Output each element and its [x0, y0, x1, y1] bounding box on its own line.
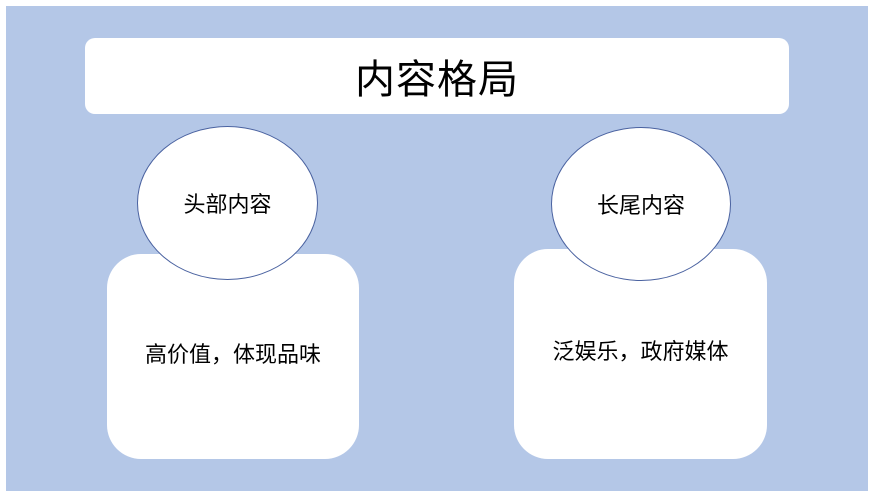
head-content-description: 高价值，体现品味: [144, 342, 321, 368]
title-box: 内容格局: [85, 38, 789, 114]
head-content-label: 头部内容: [183, 193, 272, 218]
long-tail-content-card: 泛娱乐，政府媒体: [514, 249, 767, 459]
slide-canvas: 内容格局 高价值，体现品味 头部内容 泛娱乐，政府媒体 长尾内容: [6, 6, 868, 491]
long-tail-content-label: 长尾内容: [596, 194, 685, 219]
slide-title: 内容格局: [355, 57, 519, 103]
long-tail-content-bubble: 长尾内容: [551, 127, 731, 281]
head-content-bubble: 头部内容: [137, 126, 318, 280]
head-content-card: 高价值，体现品味: [107, 254, 359, 459]
long-tail-content-description: 泛娱乐，政府媒体: [552, 340, 729, 365]
